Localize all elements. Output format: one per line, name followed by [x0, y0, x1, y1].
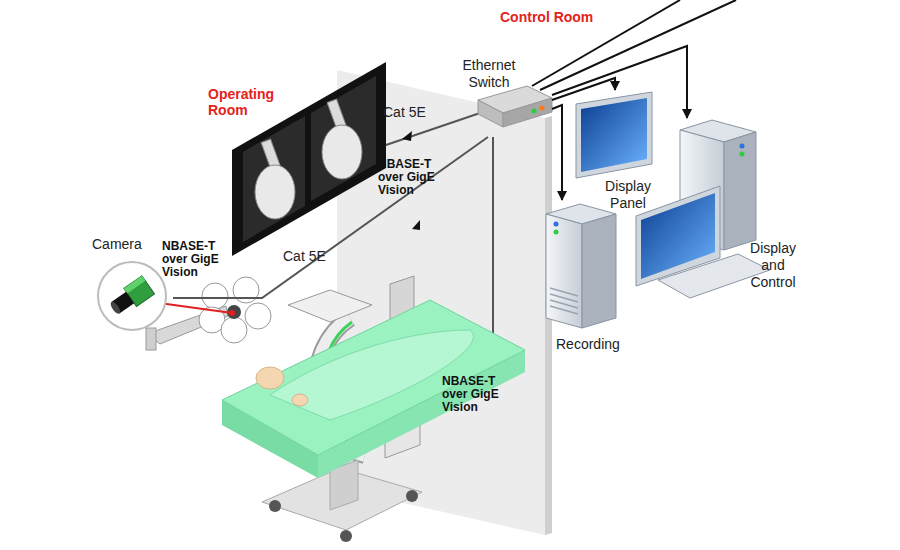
network-cable [552, 46, 687, 118]
monitor-screen [311, 76, 376, 201]
cable-marker [402, 131, 412, 141]
lamp-head [221, 317, 247, 343]
wall-mount [146, 328, 156, 350]
patient-body [270, 330, 473, 420]
cable-type: Cat 5E [283, 248, 326, 264]
node-label: Display and Control [742, 240, 804, 291]
tower-side [582, 214, 616, 328]
recording-server-icon [538, 200, 638, 355]
network-cable [540, 0, 736, 90]
protocol-label: NBASE-T over GigE Vision [442, 375, 514, 414]
network-cable [532, 0, 680, 86]
tower-front [546, 214, 582, 328]
cable-type: Cat 5E [383, 104, 443, 120]
patient-head [256, 367, 284, 389]
status-led [540, 106, 545, 111]
network-cable [552, 105, 562, 200]
lens-front [109, 300, 122, 315]
status-led [532, 109, 537, 114]
protocol-label: NBASE-T over GigE Vision [162, 240, 234, 279]
lamp-head [202, 283, 228, 309]
patient-table [222, 300, 525, 542]
node-label: Camera [92, 236, 162, 253]
network-cable [552, 78, 615, 100]
status-led [554, 230, 559, 235]
node-label: Recording [556, 336, 636, 353]
switch-front [478, 100, 503, 127]
patient-hand [292, 394, 308, 406]
camera-top [124, 276, 145, 294]
heart-image [255, 165, 295, 219]
camera-icon [107, 276, 155, 319]
ethernet-switch: Ethernet Switch [452, 55, 552, 137]
sheet-top [222, 300, 525, 455]
lamp-head [233, 277, 259, 303]
display-panel: Display Panel [570, 90, 662, 214]
status-led [740, 144, 745, 149]
cable-marker [412, 220, 420, 230]
monitor-frame [232, 62, 386, 256]
wheel [269, 500, 281, 512]
vent-slot [550, 306, 578, 314]
wheel [340, 530, 352, 542]
monitor-screen [243, 116, 305, 242]
node-label: Ethernet Switch [454, 57, 524, 91]
wall-edge [545, 116, 552, 535]
node-label: Display Panel [596, 178, 660, 212]
display-control-station: Display and Control [630, 118, 808, 306]
camera-inset [98, 262, 166, 330]
protocol-label: NBASE-T over GigE Vision [378, 158, 450, 197]
wheel [406, 490, 418, 502]
monitor-screen [581, 98, 647, 172]
or-monitor [232, 62, 386, 256]
heart-image [322, 125, 362, 179]
flat-panel [288, 290, 372, 322]
network-cable [173, 137, 488, 298]
room-title: Control Room [500, 9, 620, 25]
status-led [554, 222, 559, 227]
cat5e-cable [386, 113, 480, 145]
lamp-head [245, 303, 271, 329]
tower-side [724, 132, 756, 250]
switch-side [503, 98, 552, 127]
camera-pointer-dot [229, 310, 235, 316]
recording-server: Recording [538, 200, 638, 355]
monitor-frame [576, 92, 652, 178]
camera: Camera [92, 236, 173, 336]
status-led [740, 152, 745, 157]
room-title: Operating Room [208, 86, 298, 118]
